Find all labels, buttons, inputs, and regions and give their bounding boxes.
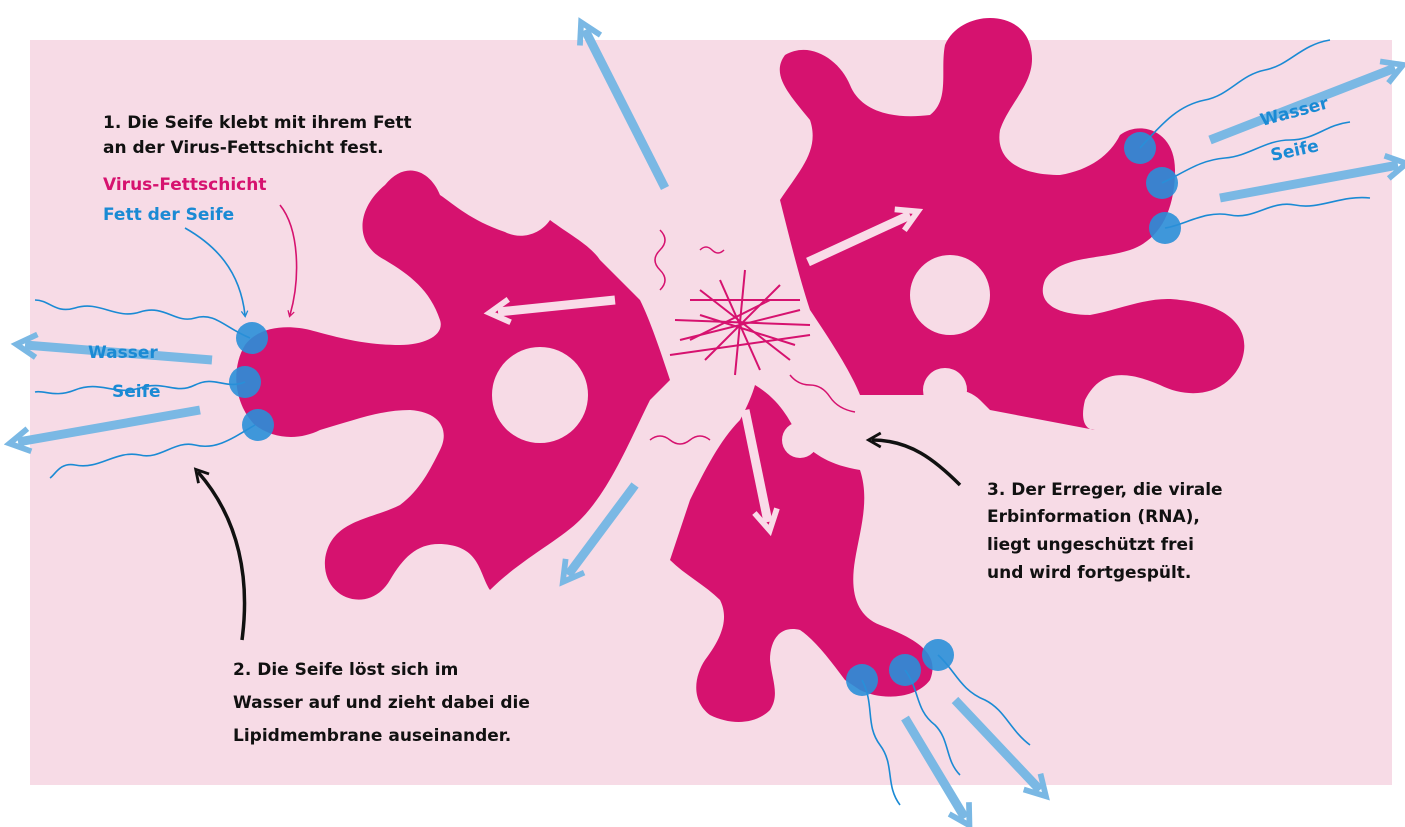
step1-line1: 1. Die Seife klebt mit ihrem Fett xyxy=(103,113,412,133)
step3-line2: Erbinformation (RNA), xyxy=(987,507,1200,527)
step3-line1: 3. Der Erreger, die virale xyxy=(987,480,1223,500)
step2-line3: Lipidmembrane auseinander. xyxy=(233,726,511,746)
soap-label-left: Seife xyxy=(112,382,161,402)
soap-fat-label: Fett der Seife xyxy=(103,205,234,225)
step3-line4: und wird fortgespült. xyxy=(987,563,1191,583)
membrane-label: Virus-Fettschicht xyxy=(103,175,266,195)
step2-line1: 2. Die Seife löst sich im xyxy=(233,660,458,680)
step3-line3: liegt ungeschützt frei xyxy=(987,535,1194,555)
step1-line2: an der Virus-Fettschicht fest. xyxy=(103,138,384,158)
step2-line2: Wasser auf und zieht dabei die xyxy=(233,693,530,713)
water-label-left: Wasser xyxy=(88,343,158,363)
